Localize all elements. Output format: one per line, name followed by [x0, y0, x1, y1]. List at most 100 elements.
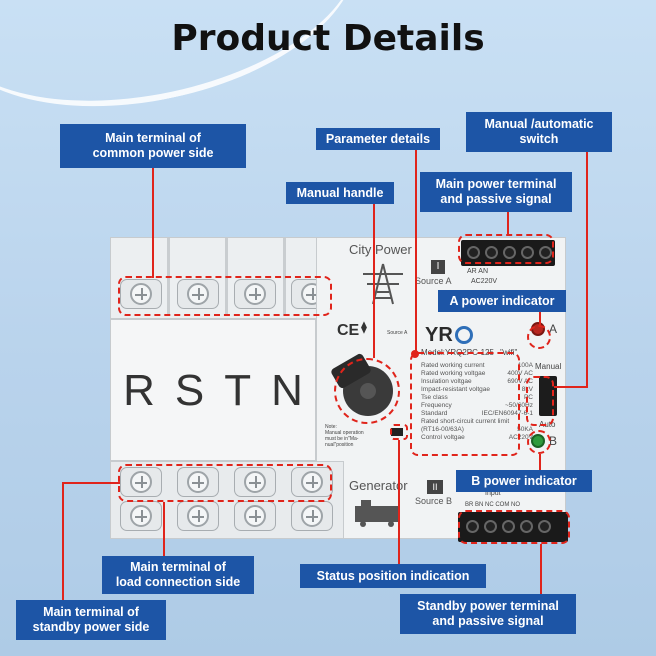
status-position-window — [391, 428, 403, 436]
wifi-icon: ⧫ — [361, 320, 367, 334]
leader-line — [586, 150, 588, 386]
terminal-screw — [466, 520, 479, 533]
terminal-top-labels: AR AN — [467, 268, 489, 275]
spec-value: 50KA — [517, 426, 533, 433]
leader-line — [507, 210, 509, 234]
spec-row: (RT16-00/63A) 50KA — [421, 426, 533, 434]
leader-line — [152, 168, 154, 278]
generator-label: Generator — [349, 478, 408, 493]
label-main-standby-terminal: Main terminal of standby power side — [16, 600, 166, 640]
spec-value: 690V AC — [507, 378, 533, 385]
manual-mode-label: Manual — [535, 362, 562, 371]
standby-terminal-screw — [120, 501, 162, 531]
standby-terminal-screw — [177, 501, 219, 531]
phase-labels: RSTN — [123, 366, 323, 415]
load-terminal-screw — [120, 467, 162, 497]
page-title: Product Details — [171, 18, 485, 59]
spec-value: IEC/EN60947-6-1 — [481, 410, 533, 417]
leader-line — [554, 386, 588, 388]
load-terminal-screw — [291, 467, 333, 497]
callout-dot — [411, 350, 419, 358]
spec-key: (RT16-00/63A) — [421, 426, 464, 433]
spec-key: Insulation voltgae — [421, 378, 472, 385]
label-standby-terminal: Standby power terminal and passive signa… — [400, 594, 576, 634]
spec-row: Insulation voltgae 690V AC — [421, 378, 533, 386]
source-b-label: Source B — [415, 496, 453, 506]
roman-two-badge: II — [427, 480, 443, 494]
callout-manual-auto-switch — [526, 376, 554, 426]
spec-row: Tse class PC — [421, 394, 533, 402]
leader-line — [539, 310, 541, 325]
label-main-load-terminal: Main terminal of load connection side — [102, 556, 254, 594]
standby-terminal-screw — [234, 501, 276, 531]
label-manual-auto-switch: Manual /automatic switch — [466, 112, 612, 152]
spec-key: Rated short-circuit current limit — [421, 418, 510, 425]
common-terminal-screw — [120, 279, 162, 309]
spec-row: Control voltgae AC220V — [421, 434, 533, 442]
label-manual-handle: Manual handle — [286, 182, 394, 204]
common-terminal-screw — [177, 279, 219, 309]
load-terminal-screw — [177, 467, 219, 497]
terminal-screw — [484, 520, 497, 533]
terminal-screw — [538, 520, 551, 533]
leader-line — [540, 544, 542, 594]
a-letter: A — [549, 322, 558, 336]
leader-line — [415, 148, 417, 352]
leader-line — [62, 482, 64, 600]
ats-device: RSTN City Power I Source A AR AN AC220V … — [110, 237, 566, 539]
spec-key: Standard — [421, 410, 448, 417]
spec-value: AC220V — [508, 434, 533, 441]
callout-main-power-terminal — [458, 234, 554, 264]
brand-logo: YR — [425, 324, 453, 346]
spec-key: Rated working current — [421, 362, 485, 369]
callout-common-terminals — [118, 276, 332, 316]
spec-key: Frequency — [421, 402, 452, 409]
callout-a-led — [527, 325, 551, 349]
spec-key: Rated working voltgae — [421, 370, 486, 377]
brand-logo-mark — [455, 326, 473, 344]
terminal-screw — [539, 246, 552, 259]
terminal-screw — [520, 520, 533, 533]
source-a-label: Source A — [415, 276, 452, 286]
load-terminal-screw — [234, 467, 276, 497]
common-terminal-screw — [234, 279, 276, 309]
front-cover: RSTN — [110, 319, 316, 461]
callout-b-led — [527, 430, 551, 454]
spec-row: Rated short-circuit current limit — [421, 418, 533, 426]
leader-line — [163, 502, 165, 558]
source-a-small: Source A — [387, 330, 408, 336]
callout-standby-terminal — [458, 510, 570, 544]
callout-handle — [334, 358, 400, 424]
terminal-screw — [521, 246, 534, 259]
generator-icon — [355, 500, 399, 527]
callout-status-window — [390, 424, 408, 440]
label-b-power-indicator: B power indicator — [456, 470, 592, 492]
spec-key: Impact-resistant voltgae — [421, 386, 491, 393]
label-parameter-details: Parameter details — [316, 128, 440, 150]
terminal-screw — [503, 246, 516, 259]
terminal-screw — [485, 246, 498, 259]
leader-line — [373, 202, 375, 358]
ce-mark: CE — [337, 322, 360, 339]
spec-key: Tse class — [421, 394, 448, 401]
terminal-screw — [502, 520, 515, 533]
spec-value: PC — [523, 394, 533, 401]
spec-key: Control voltgae — [421, 434, 465, 441]
label-main-common-terminal: Main terminal of common power side — [60, 124, 246, 168]
power-tower-icon — [363, 263, 403, 305]
roman-one-badge: I — [431, 260, 445, 274]
input-label: Input — [485, 490, 501, 497]
city-power-label: City Power — [349, 242, 412, 257]
leader-line — [62, 482, 120, 484]
terminal-bottom-labels: BR BN NC COM NO — [465, 502, 521, 508]
leader-line — [539, 454, 541, 470]
terminal-screw — [467, 246, 480, 259]
callout-load-terminals — [118, 464, 332, 502]
b-letter: B — [549, 434, 558, 448]
label-main-power-terminal: Main power terminal and passive signal — [420, 172, 572, 212]
spec-row: Standard IEC/EN60947-6-1 — [421, 410, 533, 418]
standby-terminal-screw — [291, 501, 333, 531]
label-a-power-indicator: A power indicator — [438, 290, 566, 312]
